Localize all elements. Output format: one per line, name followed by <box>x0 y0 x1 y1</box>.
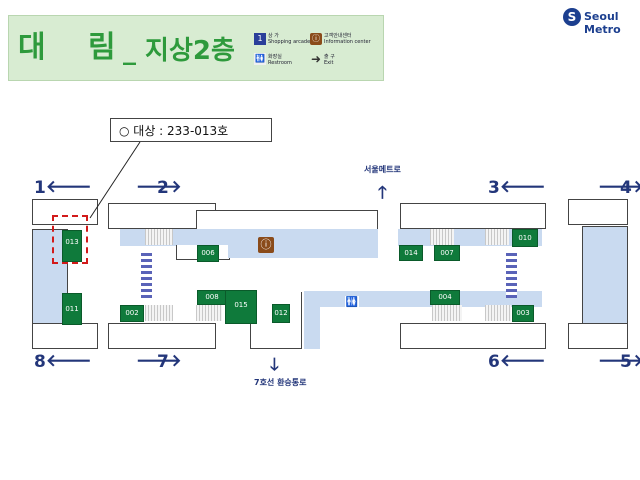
exit-5-number: 5 <box>620 352 632 372</box>
exit-3-passage <box>400 203 546 229</box>
transfer-corridor <box>304 291 320 349</box>
arrow-up-icon: 🡑 <box>378 183 387 203</box>
shopping-arcade-icon: 1 <box>254 33 266 45</box>
north-wall <box>196 210 378 229</box>
restroom-icon: 🚻 <box>345 296 359 310</box>
arrow-down-icon: 🡓 <box>270 355 279 375</box>
south-concourse <box>304 291 432 307</box>
shop-013: 013 <box>62 230 82 262</box>
station-title-banner <box>8 15 384 81</box>
arrow-left-icon: 🡐 <box>46 177 92 197</box>
right-column <box>582 226 628 324</box>
destination-seoul-metro: 서울메트로 <box>364 165 401 174</box>
arrow-right-icon: 🡒 <box>598 351 640 371</box>
exit-arrow-icon: ➜ <box>310 52 322 66</box>
escalator-left <box>141 250 152 298</box>
destination-line7-transfer: 7호선 환승통로 <box>254 378 307 387</box>
exit-6-passage <box>400 323 546 349</box>
stairs-upper-left <box>145 229 173 245</box>
shop-015: 015 <box>225 290 257 324</box>
arrow-left-icon: 🡐 <box>500 177 546 197</box>
shop-003: 003 <box>512 305 534 322</box>
arrow-right-icon: 🡒 <box>136 177 182 197</box>
seoul-metro-logo-icon: S <box>563 8 581 26</box>
exit-3-number: 3 <box>488 178 500 198</box>
shop-002: 002 <box>120 305 144 322</box>
main-concourse-upper <box>120 229 378 246</box>
station-name: 대 림 <box>18 30 132 65</box>
exit-1-number: 1 <box>34 178 46 198</box>
information-center-icon: ⓘ <box>310 33 322 45</box>
stairs-upper-right-1 <box>430 229 454 245</box>
seoul-metro-logo-text: Seoul Metro <box>584 10 621 36</box>
arrow-left-icon: 🡐 <box>46 351 92 371</box>
stairs-upper-right-2 <box>485 229 509 245</box>
exit-4-wall <box>568 199 628 225</box>
stairs-lower-left <box>145 305 173 321</box>
exit-4-number: 4 <box>620 178 632 198</box>
shop-012: 012 <box>272 304 290 323</box>
arrow-right-icon: 🡒 <box>136 351 182 371</box>
exit-8-number: 8 <box>34 352 46 372</box>
exit-7-passage <box>108 323 216 349</box>
target-callout: ○ 대상 : 233-013호 <box>110 118 272 142</box>
target-highlight-box <box>52 215 88 264</box>
exit-1-wall <box>32 199 98 225</box>
shop-011: 011 <box>62 293 82 325</box>
floor-label: _ 지상2층 <box>123 36 235 66</box>
shop-007: 007 <box>434 245 460 261</box>
stairs-lower-right <box>485 305 511 321</box>
information-center-icon: ⓘ <box>258 237 274 253</box>
arrow-right-icon: 🡒 <box>598 177 640 197</box>
shop-014: 014 <box>399 245 423 261</box>
exit-6-number: 6 <box>488 352 500 372</box>
exit-7-number: 7 <box>157 352 169 372</box>
stairs-008 <box>196 305 222 321</box>
shop-006: 006 <box>197 245 219 262</box>
shop-004: 004 <box>430 290 460 305</box>
shop-010: 010 <box>512 229 538 247</box>
escalator-right <box>506 250 517 298</box>
exit-2-number: 2 <box>157 178 169 198</box>
restroom-icon: 🚻 <box>254 53 266 65</box>
arrow-left-icon: 🡐 <box>500 351 546 371</box>
stairs-lower-mid <box>432 305 462 321</box>
